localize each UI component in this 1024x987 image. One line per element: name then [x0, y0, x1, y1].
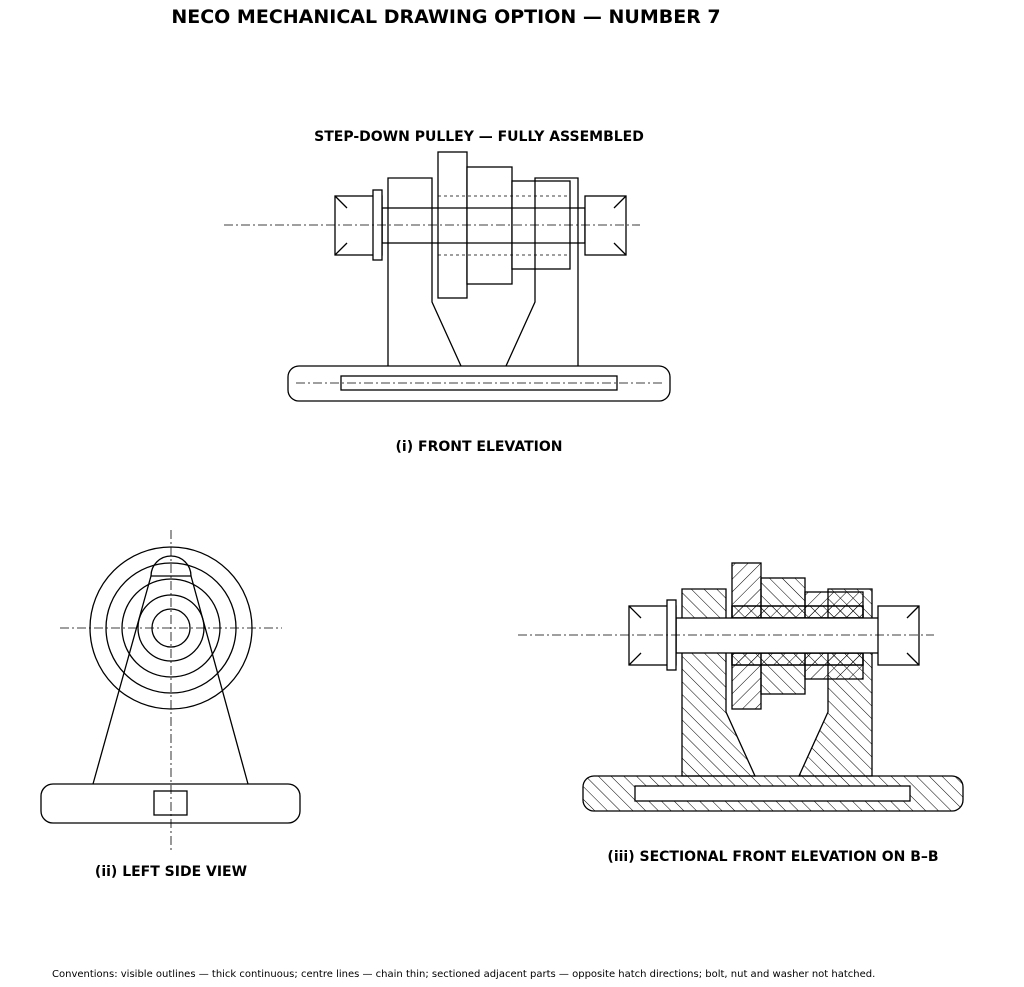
front-support-bracket — [387, 177, 579, 367]
section-bush-top-cross — [731, 605, 864, 619]
left-support-web — [92, 575, 249, 785]
left-base-slot — [153, 790, 188, 816]
drawing-subtitle: STEP-DOWN PULLEY — FULLY ASSEMBLED — [314, 129, 644, 145]
front-base-slot — [340, 375, 618, 391]
sectional-elevation — [518, 562, 964, 812]
left-side-view — [40, 530, 301, 850]
section-shaft — [675, 617, 885, 654]
left-side-view-label: (ii) LEFT SIDE VIEW — [95, 864, 247, 880]
front-base-plate — [287, 365, 671, 402]
front-nut — [584, 195, 627, 256]
section-bush-bottom-cross — [731, 652, 864, 666]
left-base-plate — [40, 783, 301, 824]
front-elevation-label: (i) FRONT ELEVATION — [396, 439, 563, 455]
section-view-label: (iii) SECTIONAL FRONT ELEVATION ON B–B — [607, 849, 938, 865]
conventions-note: Conventions: visible outlines — thick co… — [52, 969, 875, 980]
front-pulley-step-medium — [466, 166, 513, 285]
section-nut — [877, 605, 920, 666]
left-boss-top — [150, 555, 192, 577]
front-chamfer-lines — [334, 195, 627, 256]
section-base-slot — [634, 785, 911, 802]
front-elevation — [224, 151, 671, 402]
section-chamfer-lines — [628, 605, 920, 666]
sheet-title: NECO MECHANICAL DRAWING OPTION — NUMBER … — [171, 6, 720, 28]
